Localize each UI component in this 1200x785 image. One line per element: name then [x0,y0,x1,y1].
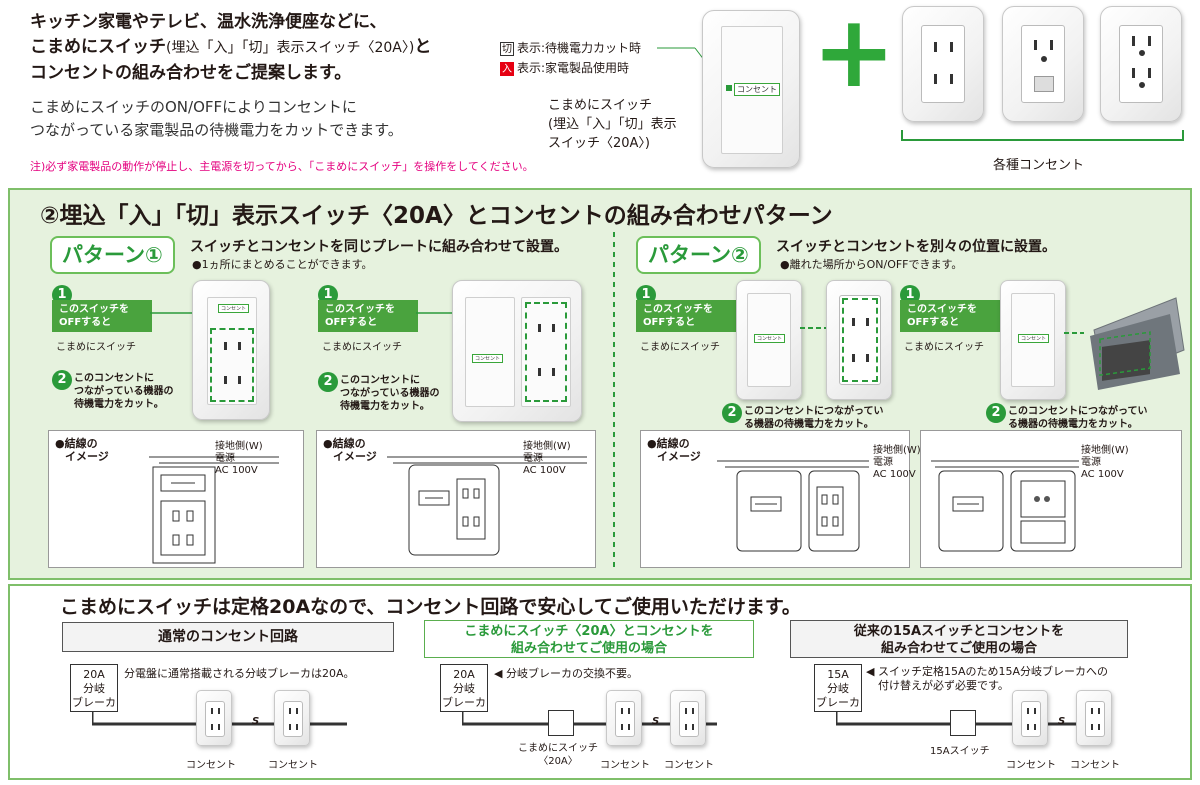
switch-box-icon [950,710,976,736]
wiring-lines [387,456,587,556]
step2-badge: 2 [318,372,338,392]
callout-switch-off: このスイッチを OFFすると [52,300,152,332]
normal-circuit-note: 分電盤に通常搭載される分岐ブレーカは20A。 [124,667,355,680]
plus-icon: + [812,0,896,110]
intro-line2: こまめにスイッチ(埋込「入」「切」表示スイッチ〈20A〉)と [30,37,432,57]
callout-switch-off: このスイッチを OFFすると [900,300,1000,332]
on-indicator-icon: 入 [500,61,514,76]
intro-line3: コンセントの組み合わせをご提案します。 [30,63,352,83]
outlet-icon [274,690,310,746]
rating-section [8,584,1192,780]
pattern-divider [613,232,615,572]
normal-circuit-header: 通常のコンセント回路 [62,622,394,652]
callout-outlet-cut: このコンセントにつながってい る機器の待機電力をカット。 [744,406,884,430]
wiring-diagram-p2b: 接地側(W) 電源 AC 100V [920,430,1182,568]
pattern2-badge: パターン② [636,236,761,274]
wiring-diagram-p1b: ●結線の イメージ 接地側(W) 電源 AC 100V [316,430,596,568]
caution-note: 注)必ず家電製品の動作が停止し、主電源を切ってから、「こまめにスイッチ」を操作を… [30,160,534,173]
outlets-label: 各種コンセント [993,158,1085,173]
indicator-icon [726,85,732,91]
outlet-plate-3 [1100,6,1182,122]
outlet-plate-2 [1002,6,1084,122]
callout-switch-off: このスイッチを OFFすると [636,300,736,332]
callout-outlet-cut: このコンセントにつながってい る機器の待機電力をカット。 [1008,406,1148,430]
outlet-icon [606,690,642,746]
wiring-lines [931,460,1079,552]
step2-badge: 2 [722,403,742,423]
breaker-20a: 20A 分岐 ブレーカ [440,664,488,712]
wiring-diagram-p1a: ●結線の イメージ 接地側(W) 電源 AC 100V [48,430,304,568]
switch-name-label: こまめにスイッチ [56,342,136,353]
switch-name-label: こまめにスイッチ [904,342,984,353]
outlet-plate-image [826,280,892,400]
wiring-diagram-p2a: ●結線の イメージ 接地側(W) 電源 AC 100V [640,430,921,568]
callout-outlet-cut: このコンセントに つながっている機器の 待機電力をカット。 [74,373,174,410]
product-name: こまめにスイッチ (埋込「入」「切」表示 スイッチ〈20A〉) [548,98,677,151]
callout-switch-off: このスイッチを OFFすると [318,300,418,332]
step2-badge: 2 [986,403,1006,423]
intro-line1: キッチン家電やテレビ、温水洗浄便座などに、 [30,12,387,32]
outlets-bracket [901,130,1184,141]
komame-switch-label: こまめにスイッチ 〈20A〉 [518,743,598,767]
outlet-icon [670,690,706,746]
outdoor-outlet-image [1080,290,1188,400]
breaker-20a: 20A 分岐 ブレーカ [70,664,118,712]
conventional-switch-label: 15Aスイッチ [930,746,990,757]
outlet-icon [196,690,232,746]
intro-heading: キッチン家電やテレビ、温水洗浄便座などに、 こまめにスイッチ(埋込「入」「切」表… [30,10,510,86]
switch-name-label: こまめにスイッチ [640,342,720,353]
wiring-lines [717,460,869,552]
rating-section-title: こまめにスイッチは定格20Aなので、コンセント回路で安心してご使用いただけます。 [60,596,801,618]
breaker-15a: 15A 分岐 ブレーカ [814,664,862,712]
switch-plate-image: コンセント [702,10,800,168]
komame-circuit-header: こまめにスイッチ〈20A〉とコンセントを 組み合わせてご使用の場合 [424,620,754,658]
pattern1-badge: パターン① [50,236,175,274]
outlet-plate-1 [902,6,984,122]
pattern1-sub: ●1ヵ所にまとめることができます。 [192,258,373,271]
conventional-circuit-note: ◀ スイッチ定格15Aのため15A分岐ブレーカへの 付け替えが必ず必要です。 [866,665,1108,692]
conventional-circuit-header: 従来の15Aスイッチとコンセントを 組み合わせてご使用の場合 [790,620,1128,658]
wiring-lines [149,456,279,564]
switch-plate-image: コンセント [1000,280,1066,400]
off-indicator-icon: 切 [500,41,514,56]
callout-outlet-cut: このコンセントに つながっている機器の 待機電力をカット。 [340,375,440,412]
double-plate-image: コンセント [452,280,582,422]
intro-subtext: こまめにスイッチのON/OFFによりコンセントに つながっている家電製品の待機電… [30,98,403,139]
pattern-section-title: ②埋込「入」「切」表示スイッチ〈20A〉とコンセントの組み合わせパターン [40,203,833,229]
komame-circuit-note: ◀ 分岐ブレーカの交換不要。 [494,667,638,680]
outlet-icon [1012,690,1048,746]
outlet-icon [1076,690,1112,746]
pattern2-desc: スイッチとコンセントを別々の位置に設置。 [776,239,1056,255]
switch-box-icon [548,710,574,736]
combo-plate-image: コンセント [192,280,270,420]
indicator-legend: 切表示:待機電力カット時 入表示:家電製品使用時 [500,41,642,76]
switch-name-label: こまめにスイッチ [322,342,402,353]
switch-plate-image: コンセント [736,280,802,400]
step2-badge: 2 [52,370,72,390]
pattern1-desc: スイッチとコンセントを同じプレートに組み合わせて設置。 [190,239,568,255]
pattern2-sub: ●離れた場所からON/OFFできます。 [780,258,963,271]
